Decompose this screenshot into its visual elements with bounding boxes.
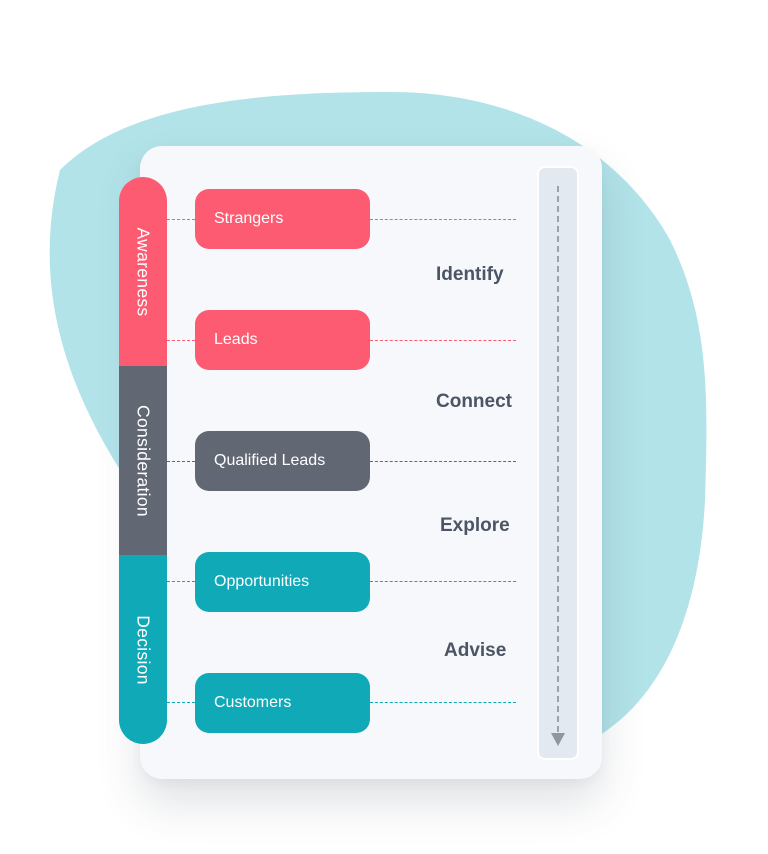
- stage-label: Decision: [133, 614, 154, 685]
- connector-line: [167, 219, 195, 220]
- step-strangers: Strangers: [195, 189, 370, 249]
- step-leads: Leads: [195, 310, 370, 370]
- connector-line: [167, 340, 195, 341]
- step-label: Qualified Leads: [214, 452, 326, 469]
- step-label: Leads: [214, 331, 258, 348]
- action-identify: Identify: [436, 264, 504, 285]
- connector-line: [370, 702, 516, 703]
- connector-line: [370, 581, 516, 582]
- action-explore: Explore: [440, 515, 510, 536]
- connector-line: [167, 702, 195, 703]
- connector-line: [370, 340, 516, 341]
- stage-consideration: Consideration: [119, 366, 167, 555]
- step-label: Customers: [214, 694, 292, 711]
- step-qualified-leads: Qualified Leads: [195, 431, 370, 491]
- connector-line: [370, 219, 516, 220]
- stage-awareness: Awareness: [119, 177, 167, 366]
- action-advise: Advise: [444, 640, 507, 661]
- action-connect: Connect: [436, 391, 512, 412]
- connector-line: [167, 581, 195, 582]
- step-label: Opportunities: [214, 573, 310, 590]
- arrow-down-icon: [551, 733, 565, 746]
- stage-label: Consideration: [133, 404, 154, 517]
- stage-label: Awareness: [133, 227, 154, 316]
- connector-line: [370, 461, 516, 462]
- stage-bar: Awareness Consideration Decision: [119, 177, 167, 744]
- step-opportunities: Opportunities: [195, 552, 370, 612]
- step-label: Strangers: [214, 210, 284, 227]
- connector-line: [167, 461, 195, 462]
- stage-decision: Decision: [119, 555, 167, 744]
- step-customers: Customers: [195, 673, 370, 733]
- progress-dashed-line: [557, 186, 559, 732]
